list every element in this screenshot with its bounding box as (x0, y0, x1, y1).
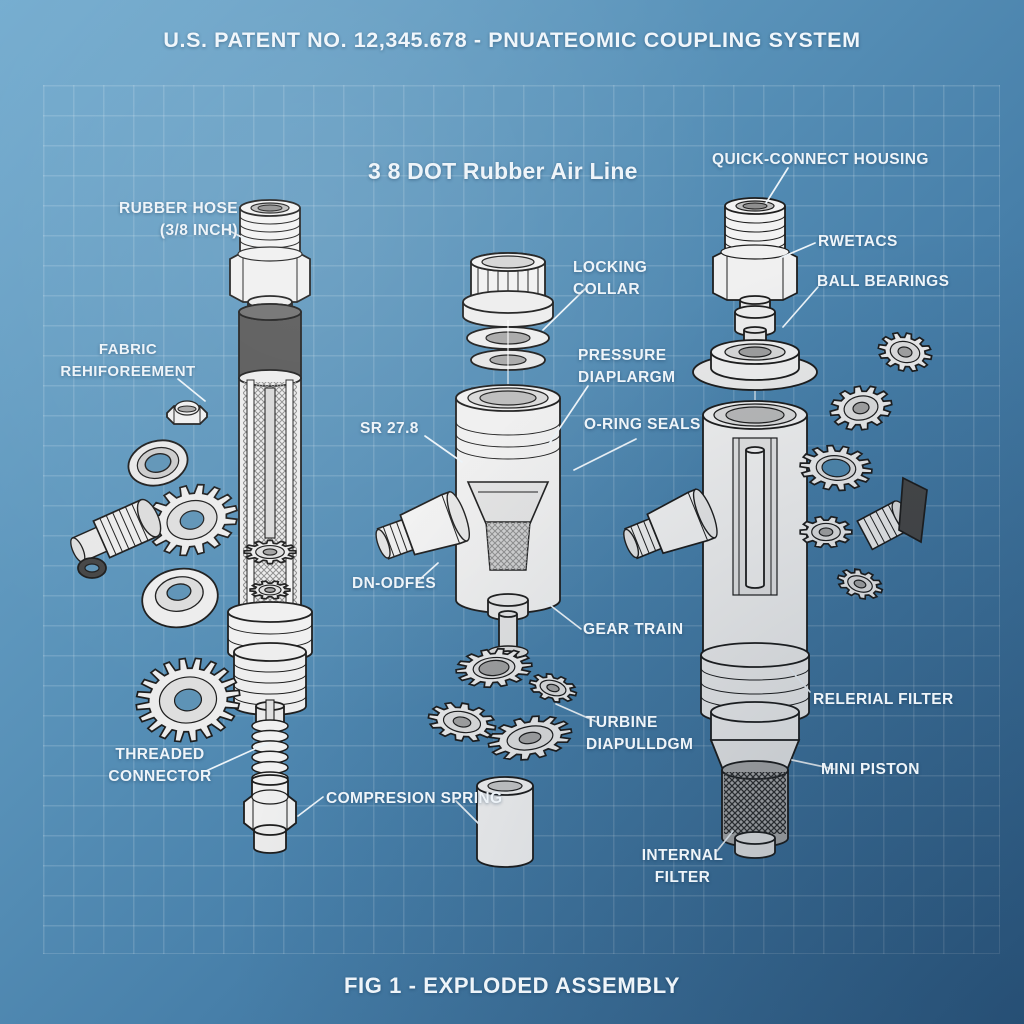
label-turbine-diaphragm: TURBINE DIAPULLDGM (586, 714, 694, 754)
dark-bracket (898, 476, 928, 544)
splined-shaft (70, 498, 162, 563)
locking-collar-part (462, 252, 554, 328)
internal-filter-mesh (721, 760, 789, 859)
bearing-ring (127, 439, 189, 487)
label-pressure-diaphragm: PRESSURE DIAPLARGM (578, 347, 676, 387)
side-port-fitting (375, 490, 471, 560)
housing-body (702, 400, 808, 670)
rubber-hose-fitting (239, 199, 301, 259)
left-assembly (70, 199, 313, 854)
gear-train-cluster (427, 647, 578, 761)
figure-caption: FIG 1 - EXPLODED ASSEMBLY (343, 973, 681, 998)
ball-bearing-race (692, 339, 818, 391)
label-internal-filter: INTERNAL FILTER (641, 847, 724, 887)
spur-gear-left (146, 483, 238, 557)
label-locking-collar: LOCKING COLLAR (573, 259, 648, 299)
label-quick-connect-housing: QUICK-CONNECT HOUSING (712, 151, 929, 168)
label-rubber-hose: RUBBER HOSE (3/8 INCH) (119, 200, 238, 240)
pressure-diaphragm-funnel (466, 481, 550, 571)
o-ring-small (77, 557, 107, 579)
compression-spring-cylinder (476, 776, 534, 868)
quick-connect-fitting (712, 197, 798, 344)
scattered-gears-right (799, 331, 933, 600)
label-gear-train: GEAR TRAIN (583, 621, 684, 638)
label-mini-piston: MINI PISTON (821, 761, 920, 778)
label-dn-odfes: DN-ODFES (352, 575, 437, 592)
label-threaded-connector: THREADED CONNECTOR (108, 746, 212, 786)
large-spur-gear (135, 657, 241, 743)
small-nut (166, 400, 208, 425)
label-air-line: 3 8 DOT Rubber Air Line (368, 158, 638, 184)
patent-title: U.S. PATENT NO. 12,345.678 - PNUATEOMIC … (163, 28, 861, 52)
label-ball-bearings: BALL BEARINGS (817, 273, 950, 290)
label-compression-spring: COMPRESION SPRING (326, 790, 503, 807)
relerial-filter-rings (700, 642, 810, 751)
bottom-hex-fitting (243, 774, 297, 854)
label-o-ring-seals: O-RING SEALS (584, 416, 701, 433)
leader-lines (177, 167, 835, 852)
center-assembly (375, 252, 578, 868)
label-fabric-reinforcement: FABRIC REHIFOREEMENT (60, 341, 196, 380)
threaded-connector-part (227, 601, 313, 727)
label-relerial-filter: RELERIAL FILTER (813, 691, 954, 708)
label-rwetacs: RWETACS (818, 233, 898, 250)
side-port-fitting (623, 488, 718, 560)
internal-gear-shaft (243, 387, 297, 600)
rubber-hose-band (238, 303, 302, 387)
flange-disc (141, 567, 219, 629)
right-assembly (623, 197, 933, 859)
label-sr-278: SR 27.8 (360, 420, 419, 437)
